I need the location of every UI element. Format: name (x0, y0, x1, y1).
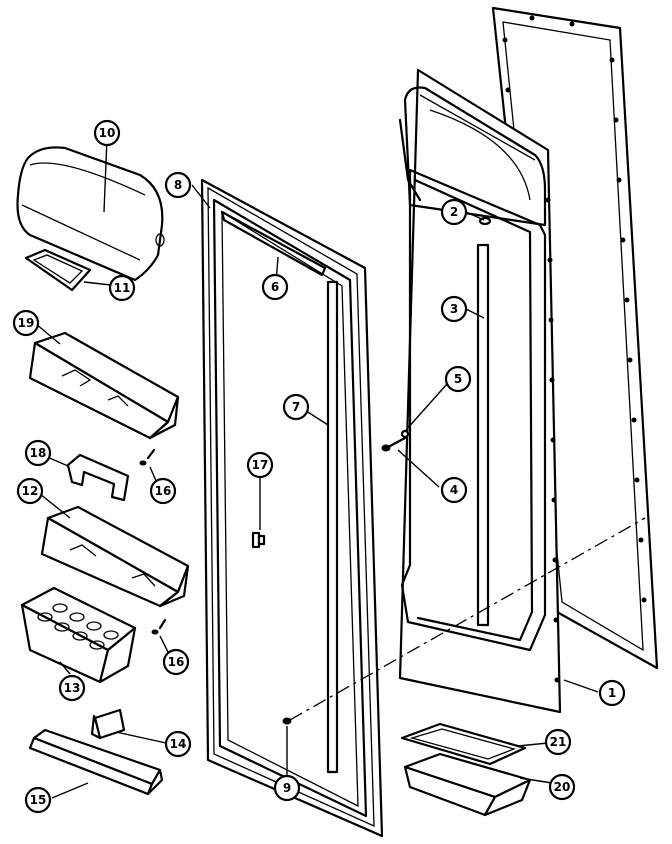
crisper-lid (400, 722, 527, 766)
callout-3: 3 (440, 295, 468, 323)
callout-12: 12 (16, 477, 44, 505)
callout-label: 12 (22, 484, 39, 498)
callout-label: 8 (174, 178, 182, 192)
callout-label: 13 (64, 681, 81, 695)
callout-9: 9 (273, 774, 301, 802)
callout-15: 15 (24, 786, 52, 814)
callout-label: 16 (168, 655, 185, 669)
callout-label: 3 (450, 302, 458, 316)
callout-7: 7 (282, 393, 310, 421)
callout-label: 18 (30, 446, 47, 460)
callout-13: 13 (58, 674, 86, 702)
callout-20: 20 (548, 773, 576, 801)
callout-label: 6 (271, 280, 279, 294)
callout-label: 1 (608, 686, 616, 700)
door-inner-liner (381, 68, 562, 714)
callout-1: 1 (598, 679, 626, 707)
bin-bracket (66, 453, 130, 502)
callout-14: 14 (164, 730, 192, 758)
callout-19: 19 (12, 309, 40, 337)
dairy-compartment-cover (16, 146, 165, 282)
fastener-lower (151, 618, 167, 635)
callout-label: 4 (450, 483, 458, 497)
callout-2: 2 (440, 198, 468, 226)
upper-door-bin (28, 331, 180, 440)
callout-16a: 16 (149, 477, 177, 505)
callout-10: 10 (93, 119, 121, 147)
callout-label: 15 (30, 793, 47, 807)
callout-label: 7 (292, 400, 300, 414)
callout-4: 4 (440, 476, 468, 504)
side-rail (326, 280, 339, 774)
egg-tray (20, 586, 137, 684)
callout-8: 8 (164, 171, 192, 199)
callout-label: 20 (554, 780, 571, 794)
bottom-screw (282, 717, 292, 725)
top-rail (220, 210, 327, 277)
callout-label: 11 (114, 281, 131, 295)
cover-handle (24, 248, 92, 292)
callout-label: 21 (550, 735, 567, 749)
liner-strip (476, 243, 490, 627)
callout-label: 9 (283, 781, 291, 795)
callout-5: 5 (444, 365, 472, 393)
crisper-tray (403, 752, 532, 817)
callout-label: 10 (99, 126, 116, 140)
latch (251, 531, 266, 549)
middle-door-bin (40, 505, 190, 608)
callout-11: 11 (108, 274, 136, 302)
door-gasket (200, 178, 384, 838)
callout-label: 19 (18, 316, 35, 330)
bottom-trim (28, 728, 164, 796)
callout-label: 5 (454, 372, 462, 386)
callout-label: 2 (450, 205, 458, 219)
callout-17: 17 (246, 451, 274, 479)
callout-21: 21 (544, 728, 572, 756)
callout-label: 16 (155, 484, 172, 498)
callout-label: 14 (170, 737, 187, 751)
callout-6: 6 (261, 273, 289, 301)
callout-18: 18 (24, 439, 52, 467)
fastener-upper (139, 448, 156, 466)
callout-label: 17 (252, 458, 269, 472)
screw-and-washer (381, 429, 410, 452)
callout-16b: 16 (162, 648, 190, 676)
trim-clip (90, 708, 126, 740)
